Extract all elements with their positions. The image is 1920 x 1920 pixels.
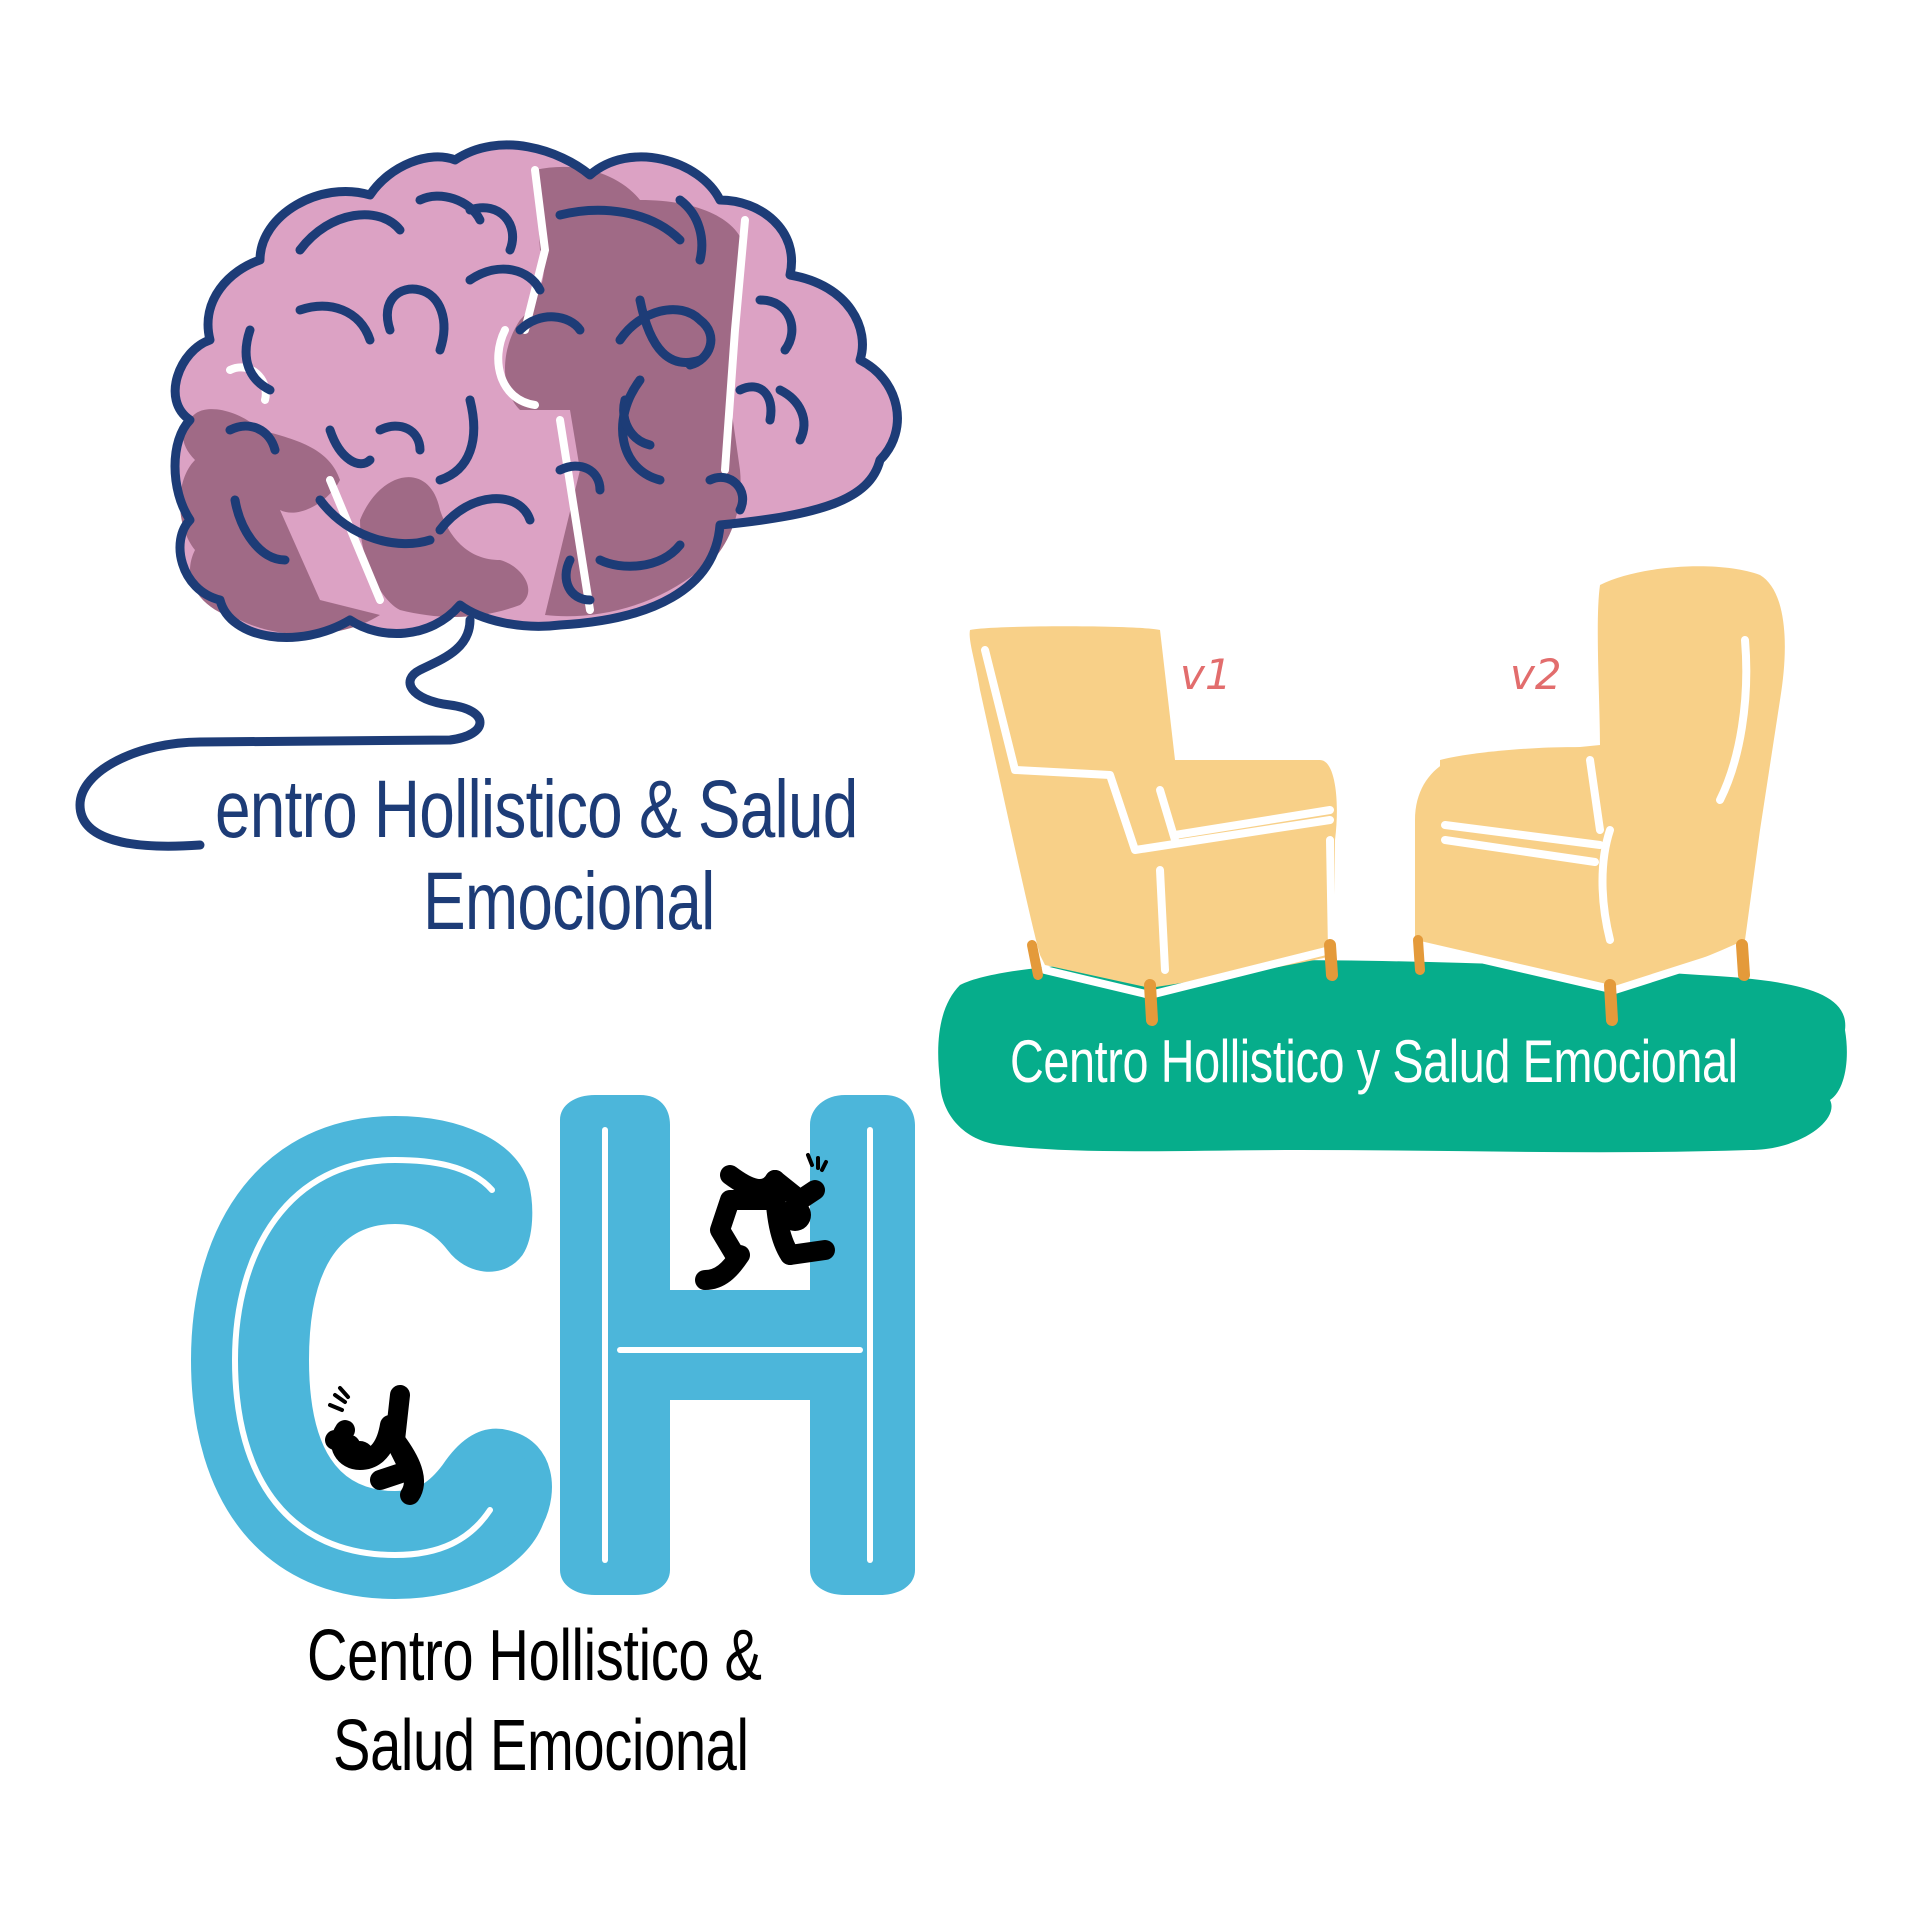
letter-c — [191, 1116, 552, 1599]
chair-v2-label: v2 — [1510, 650, 1562, 699]
chair-v1-label: v1 — [1180, 650, 1232, 699]
climbing-figure-icon — [695, 1165, 835, 1290]
ch-logo-title-line2: Salud Emocional — [333, 1706, 749, 1786]
letter-h — [560, 1095, 915, 1595]
ch-logo-title-line1: Centro Hollistico & — [307, 1616, 762, 1696]
chair-v2 — [1413, 566, 1785, 1026]
brain-logo-title-line1: entro Hollistico & Salud — [215, 764, 858, 855]
armchairs-logo-title: Centro Hollistico y Salud Emocional — [1010, 1028, 1738, 1095]
brain-logo-title-line2: Emocional — [423, 856, 715, 947]
chair-v1 — [969, 626, 1338, 1026]
